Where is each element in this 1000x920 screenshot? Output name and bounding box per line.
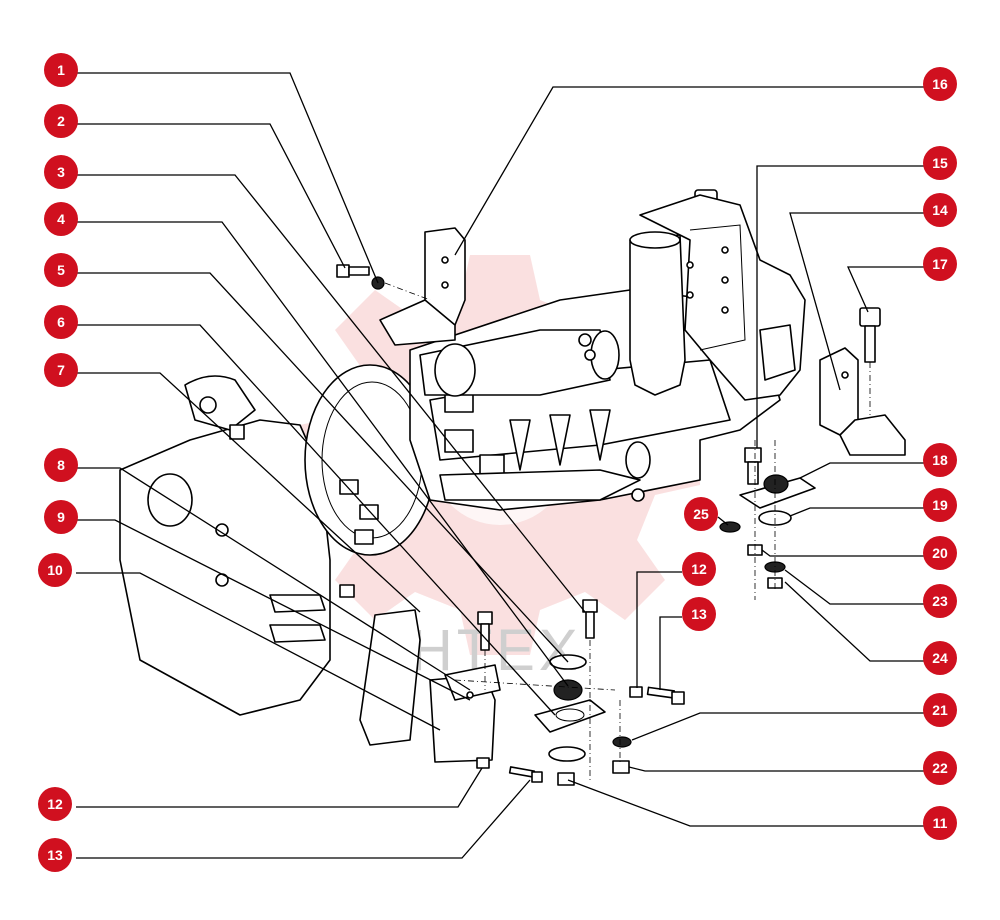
callout-13-middle: 13 bbox=[682, 597, 716, 631]
callout-12-lower: 12 bbox=[38, 787, 72, 821]
callout-11: 11 bbox=[923, 806, 957, 840]
leader-lines bbox=[76, 72, 924, 859]
transmission-housing bbox=[119, 375, 331, 716]
callout-label: 13 bbox=[691, 606, 707, 622]
part-15-stud bbox=[744, 447, 762, 485]
callout-label: 22 bbox=[932, 760, 948, 776]
lower-washer bbox=[548, 746, 586, 762]
callout-4: 4 bbox=[44, 202, 78, 236]
part-14-rear-bracket bbox=[819, 347, 906, 456]
callout-13-lower: 13 bbox=[38, 838, 72, 872]
callout-7: 7 bbox=[44, 353, 78, 387]
part-13-bolt-middle bbox=[646, 686, 685, 705]
callout-18: 18 bbox=[923, 443, 957, 477]
callout-5: 5 bbox=[44, 253, 78, 287]
callout-2: 2 bbox=[44, 104, 78, 138]
callout-15: 15 bbox=[923, 146, 957, 180]
callout-3: 3 bbox=[44, 155, 78, 189]
callout-24: 24 bbox=[923, 641, 957, 675]
part-18-rubber-mount bbox=[739, 474, 816, 509]
callout-20: 20 bbox=[923, 536, 957, 570]
callout-1: 1 bbox=[44, 53, 78, 87]
callout-label: 4 bbox=[57, 211, 65, 227]
callout-label: 12 bbox=[47, 796, 63, 812]
callout-12-middle: 12 bbox=[682, 552, 716, 586]
callout-label: 17 bbox=[932, 256, 948, 272]
callout-label: 25 bbox=[693, 506, 709, 522]
callout-label: 19 bbox=[932, 497, 948, 513]
callout-label: 12 bbox=[691, 561, 707, 577]
starter-motor bbox=[419, 329, 620, 397]
callout-21: 21 bbox=[923, 693, 957, 727]
callout-6: 6 bbox=[44, 305, 78, 339]
callout-17: 17 bbox=[923, 247, 957, 281]
callout-9: 9 bbox=[44, 500, 78, 534]
callout-label: 16 bbox=[932, 76, 948, 92]
callout-10: 10 bbox=[38, 553, 72, 587]
part-11-nut bbox=[557, 772, 575, 786]
fuel-pump bbox=[625, 441, 651, 502]
callout-label: 23 bbox=[932, 593, 948, 609]
part-12-nut-lower bbox=[476, 757, 490, 769]
part-22-nut bbox=[612, 760, 630, 774]
callout-25: 25 bbox=[684, 497, 718, 531]
callout-8: 8 bbox=[44, 448, 78, 482]
part-25-washer bbox=[719, 521, 741, 533]
callout-14: 14 bbox=[923, 193, 957, 227]
callout-16: 16 bbox=[923, 67, 957, 101]
callout-label: 21 bbox=[932, 702, 948, 718]
callout-label: 11 bbox=[933, 815, 948, 831]
callout-label: 5 bbox=[57, 262, 65, 278]
part-17-bolt bbox=[859, 307, 881, 363]
left-stud bbox=[477, 611, 493, 651]
part-2-bolt bbox=[336, 264, 370, 278]
cylinder-head bbox=[639, 194, 806, 401]
rubber-mount-left bbox=[534, 679, 606, 733]
part-16-front-bracket bbox=[379, 227, 466, 346]
callout-label: 14 bbox=[932, 202, 948, 218]
callout-label: 18 bbox=[932, 452, 948, 468]
callout-label: 3 bbox=[57, 164, 65, 180]
callout-19: 19 bbox=[923, 488, 957, 522]
callout-label: 9 bbox=[57, 509, 65, 525]
callout-label: 7 bbox=[57, 362, 65, 378]
callout-23: 23 bbox=[923, 584, 957, 618]
alignment-lines bbox=[384, 282, 871, 780]
part-21-washer bbox=[612, 736, 632, 748]
part-13-bolt-lower bbox=[508, 766, 543, 783]
callout-label: 10 bbox=[47, 562, 63, 578]
callout-label: 1 bbox=[57, 62, 65, 78]
callout-label: 8 bbox=[57, 457, 65, 473]
callout-22: 22 bbox=[923, 751, 957, 785]
part-12-nut-middle bbox=[629, 686, 643, 698]
callout-label: 20 bbox=[932, 545, 948, 561]
callout-label: 24 bbox=[932, 650, 948, 666]
callout-label: 13 bbox=[47, 847, 63, 863]
callout-label: 2 bbox=[57, 113, 65, 129]
center-stud bbox=[582, 599, 598, 639]
callout-label: 15 bbox=[932, 155, 948, 171]
callout-label: 6 bbox=[57, 314, 65, 330]
